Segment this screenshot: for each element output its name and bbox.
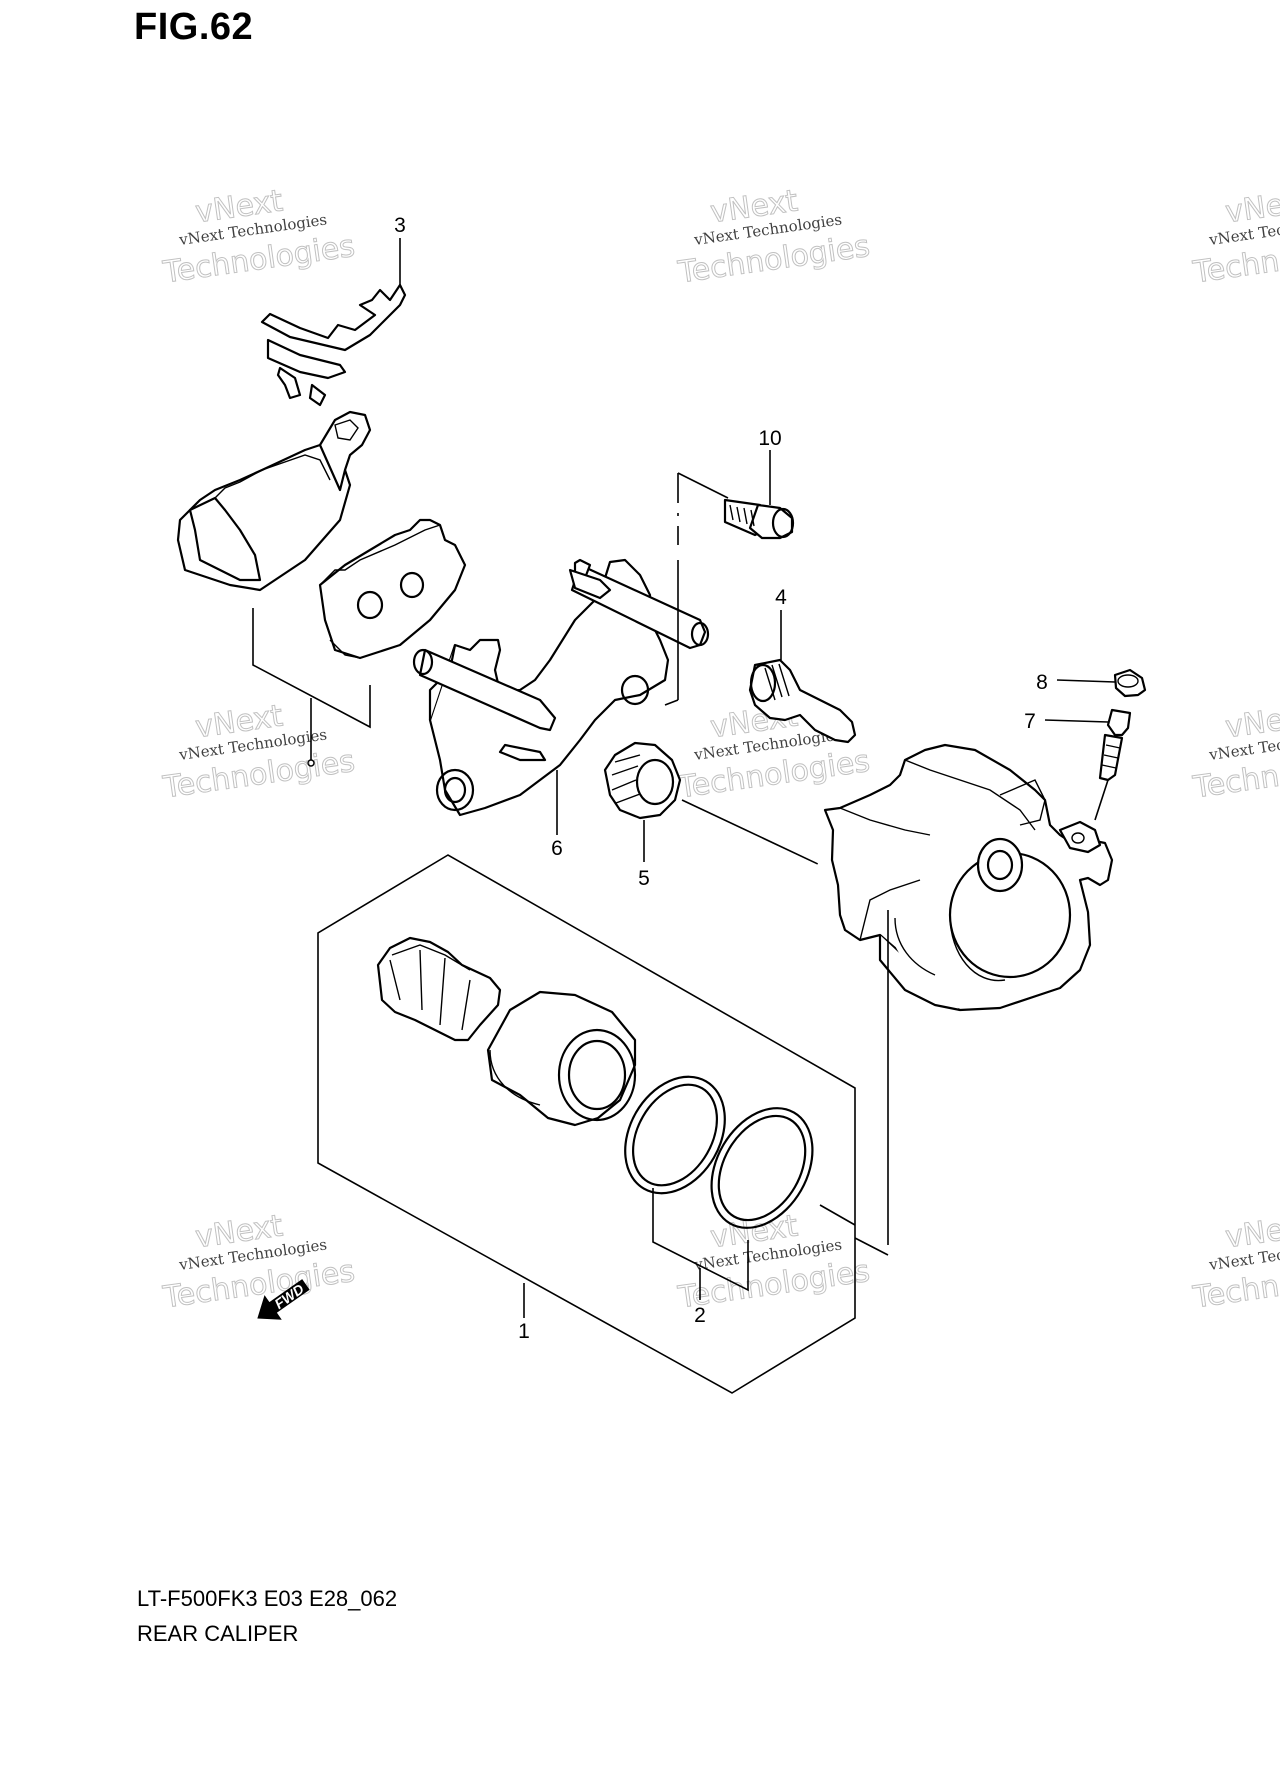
piston-kit-box-part-1 bbox=[317, 854, 889, 1394]
pad-leader bbox=[252, 608, 371, 767]
boot-guide-line bbox=[681, 799, 821, 866]
leader-7 bbox=[1044, 719, 1109, 723]
callout-4: 4 bbox=[775, 586, 787, 609]
dust-boot-part-5 bbox=[603, 741, 682, 820]
dust-seal-ring bbox=[710, 1107, 814, 1229]
bolt-guide-lines bbox=[664, 472, 729, 706]
bleeder-cap-part-8 bbox=[1113, 668, 1147, 698]
callout-5: 5 bbox=[638, 867, 650, 890]
callout-8: 8 bbox=[1036, 671, 1048, 694]
leader-8 bbox=[1056, 679, 1116, 683]
bleeder-valve-part-7 bbox=[1094, 708, 1132, 821]
figure-title: FIG.62 bbox=[134, 6, 254, 48]
callout-10: 10 bbox=[758, 427, 781, 450]
model-code: LT-F500FK3 E03 E28_062 bbox=[137, 1586, 398, 1611]
piston-insulator bbox=[376, 936, 502, 1042]
bolt-part-10 bbox=[723, 498, 795, 540]
section-name: REAR CALIPER bbox=[137, 1621, 299, 1646]
piston bbox=[486, 990, 637, 1127]
callout-2: 2 bbox=[694, 1304, 706, 1327]
caliper-bracket-part-6 bbox=[412, 558, 710, 817]
arrow-left-icon bbox=[257, 1279, 310, 1320]
piston-seal-ring bbox=[624, 1075, 726, 1195]
pad-spring-part-3 bbox=[260, 283, 407, 407]
callout-6: 6 bbox=[551, 837, 563, 860]
brake-pad-inner bbox=[318, 518, 467, 660]
callout-3: 3 bbox=[394, 214, 406, 237]
seal-leader bbox=[652, 1188, 749, 1300]
brake-pad-outer bbox=[176, 410, 372, 592]
callout-1: 1 bbox=[518, 1320, 530, 1343]
guide-pin-part-4 bbox=[748, 658, 857, 744]
callout-7: 7 bbox=[1024, 710, 1036, 733]
caliper-housing bbox=[823, 743, 1114, 1012]
